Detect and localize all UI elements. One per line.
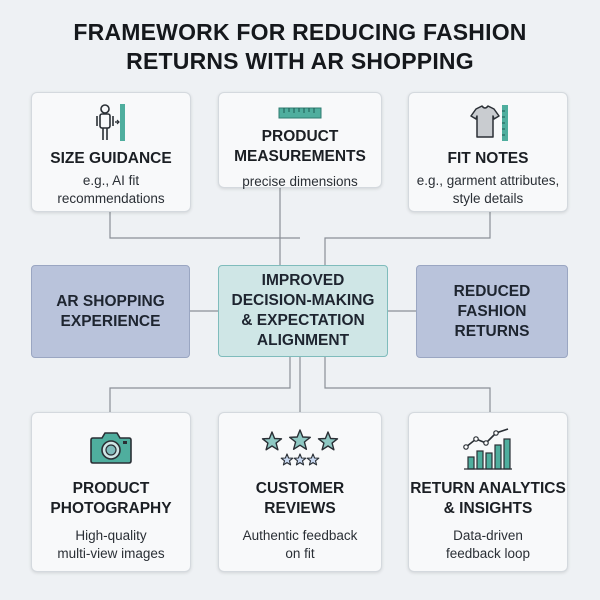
- center-line-1: IMPROVED: [261, 272, 345, 289]
- tshirt-ruler-icon: [470, 105, 508, 141]
- star-icon-1: [261, 431, 283, 451]
- title-line-2: RETURNS WITH AR SHOPPING: [126, 48, 474, 74]
- size-guidance-desc-2: recommendations: [57, 191, 165, 206]
- connector-size-guidance: [109, 212, 300, 239]
- product-measurements-card: PRODUCT MEASUREMENTS precise dimensions: [218, 92, 382, 189]
- connector-product-photography: [109, 357, 291, 412]
- improved-decision-making-box: IMPROVED DECISION-MAKING & EXPECTATION A…: [218, 265, 388, 357]
- product-photography-card: PRODUCT PHOTOGRAPHY High-quality multi-v…: [31, 412, 191, 572]
- star-icon-4: [280, 453, 294, 466]
- connector-fit-notes: [324, 212, 491, 265]
- customer-reviews-card: CUSTOMER REVIEWS Authentic feedback on f…: [218, 412, 382, 572]
- product-photography-heading-1: PRODUCT: [72, 480, 150, 497]
- customer-reviews-heading-1: CUSTOMER: [255, 480, 345, 497]
- return-analytics-desc-2: feedback loop: [445, 546, 531, 561]
- ruler-icon: [278, 107, 322, 119]
- fit-notes-heading: FIT NOTES: [447, 150, 529, 167]
- customer-reviews-desc-1: Authentic feedback: [242, 528, 358, 543]
- title-line-1: FRAMEWORK FOR REDUCING FASHION: [73, 19, 527, 45]
- stars-icon: [261, 429, 339, 466]
- star-icon-2: [289, 429, 311, 450]
- ar-shopping-line-1: AR SHOPPING: [56, 292, 165, 310]
- reduced-fashion-returns-box: REDUCED FASHION RETURNS: [416, 265, 568, 358]
- star-icon-5: [293, 453, 307, 466]
- bar-chart-icon: [463, 428, 512, 470]
- reduced-line-1: REDUCED: [453, 282, 531, 300]
- product-photography-heading-2: PHOTOGRAPHY: [50, 500, 172, 517]
- person-ruler-icon: [96, 104, 125, 141]
- reduced-line-3: RETURNS: [454, 322, 530, 340]
- diagram-title: FRAMEWORK FOR REDUCING FASHION RETURNS W…: [0, 18, 600, 76]
- product-photography-desc-2: multi-view images: [57, 546, 165, 561]
- return-analytics-heading-2: & INSIGHTS: [443, 500, 533, 517]
- camera-icon: [90, 432, 132, 464]
- size-guidance-heading: SIZE GUIDANCE: [50, 150, 172, 167]
- star-icon-6: [306, 453, 320, 466]
- product-photography-desc-1: High-quality: [75, 528, 147, 543]
- ar-shopping-experience-box: AR SHOPPING EXPERIENCE: [31, 265, 190, 358]
- product-measurements-heading-2: MEASUREMENTS: [234, 148, 366, 165]
- star-icon-3: [317, 431, 339, 451]
- customer-reviews-heading-2: REVIEWS: [264, 500, 336, 517]
- size-guidance-desc-1: e.g., AI fit: [82, 173, 140, 188]
- fit-notes-desc-1: e.g., garment attributes,: [416, 173, 560, 188]
- center-line-4: ALIGNMENT: [256, 332, 350, 349]
- return-analytics-desc-1: Data-driven: [453, 528, 523, 543]
- return-analytics-card: RETURN ANALYTICS & INSIGHTS Data-driven …: [408, 412, 568, 572]
- customer-reviews-desc-2: on fit: [285, 546, 315, 561]
- product-measurements-heading-1: PRODUCT: [261, 128, 339, 145]
- ar-shopping-line-2: EXPERIENCE: [60, 312, 161, 330]
- return-analytics-heading-1: RETURN ANALYTICS: [410, 480, 566, 497]
- center-line-2: DECISION-MAKING: [231, 292, 375, 309]
- size-guidance-card: SIZE GUIDANCE e.g., AI fit recommendatio…: [31, 92, 191, 212]
- fit-notes-desc-2: style details: [452, 191, 524, 206]
- reduced-line-2: FASHION: [457, 302, 527, 320]
- center-line-3: & EXPECTATION: [241, 312, 365, 329]
- connector-return-analytics: [324, 357, 491, 412]
- product-measurements-desc: precise dimensions: [242, 174, 358, 189]
- fit-notes-card: FIT NOTES e.g., garment attributes, styl…: [408, 92, 568, 212]
